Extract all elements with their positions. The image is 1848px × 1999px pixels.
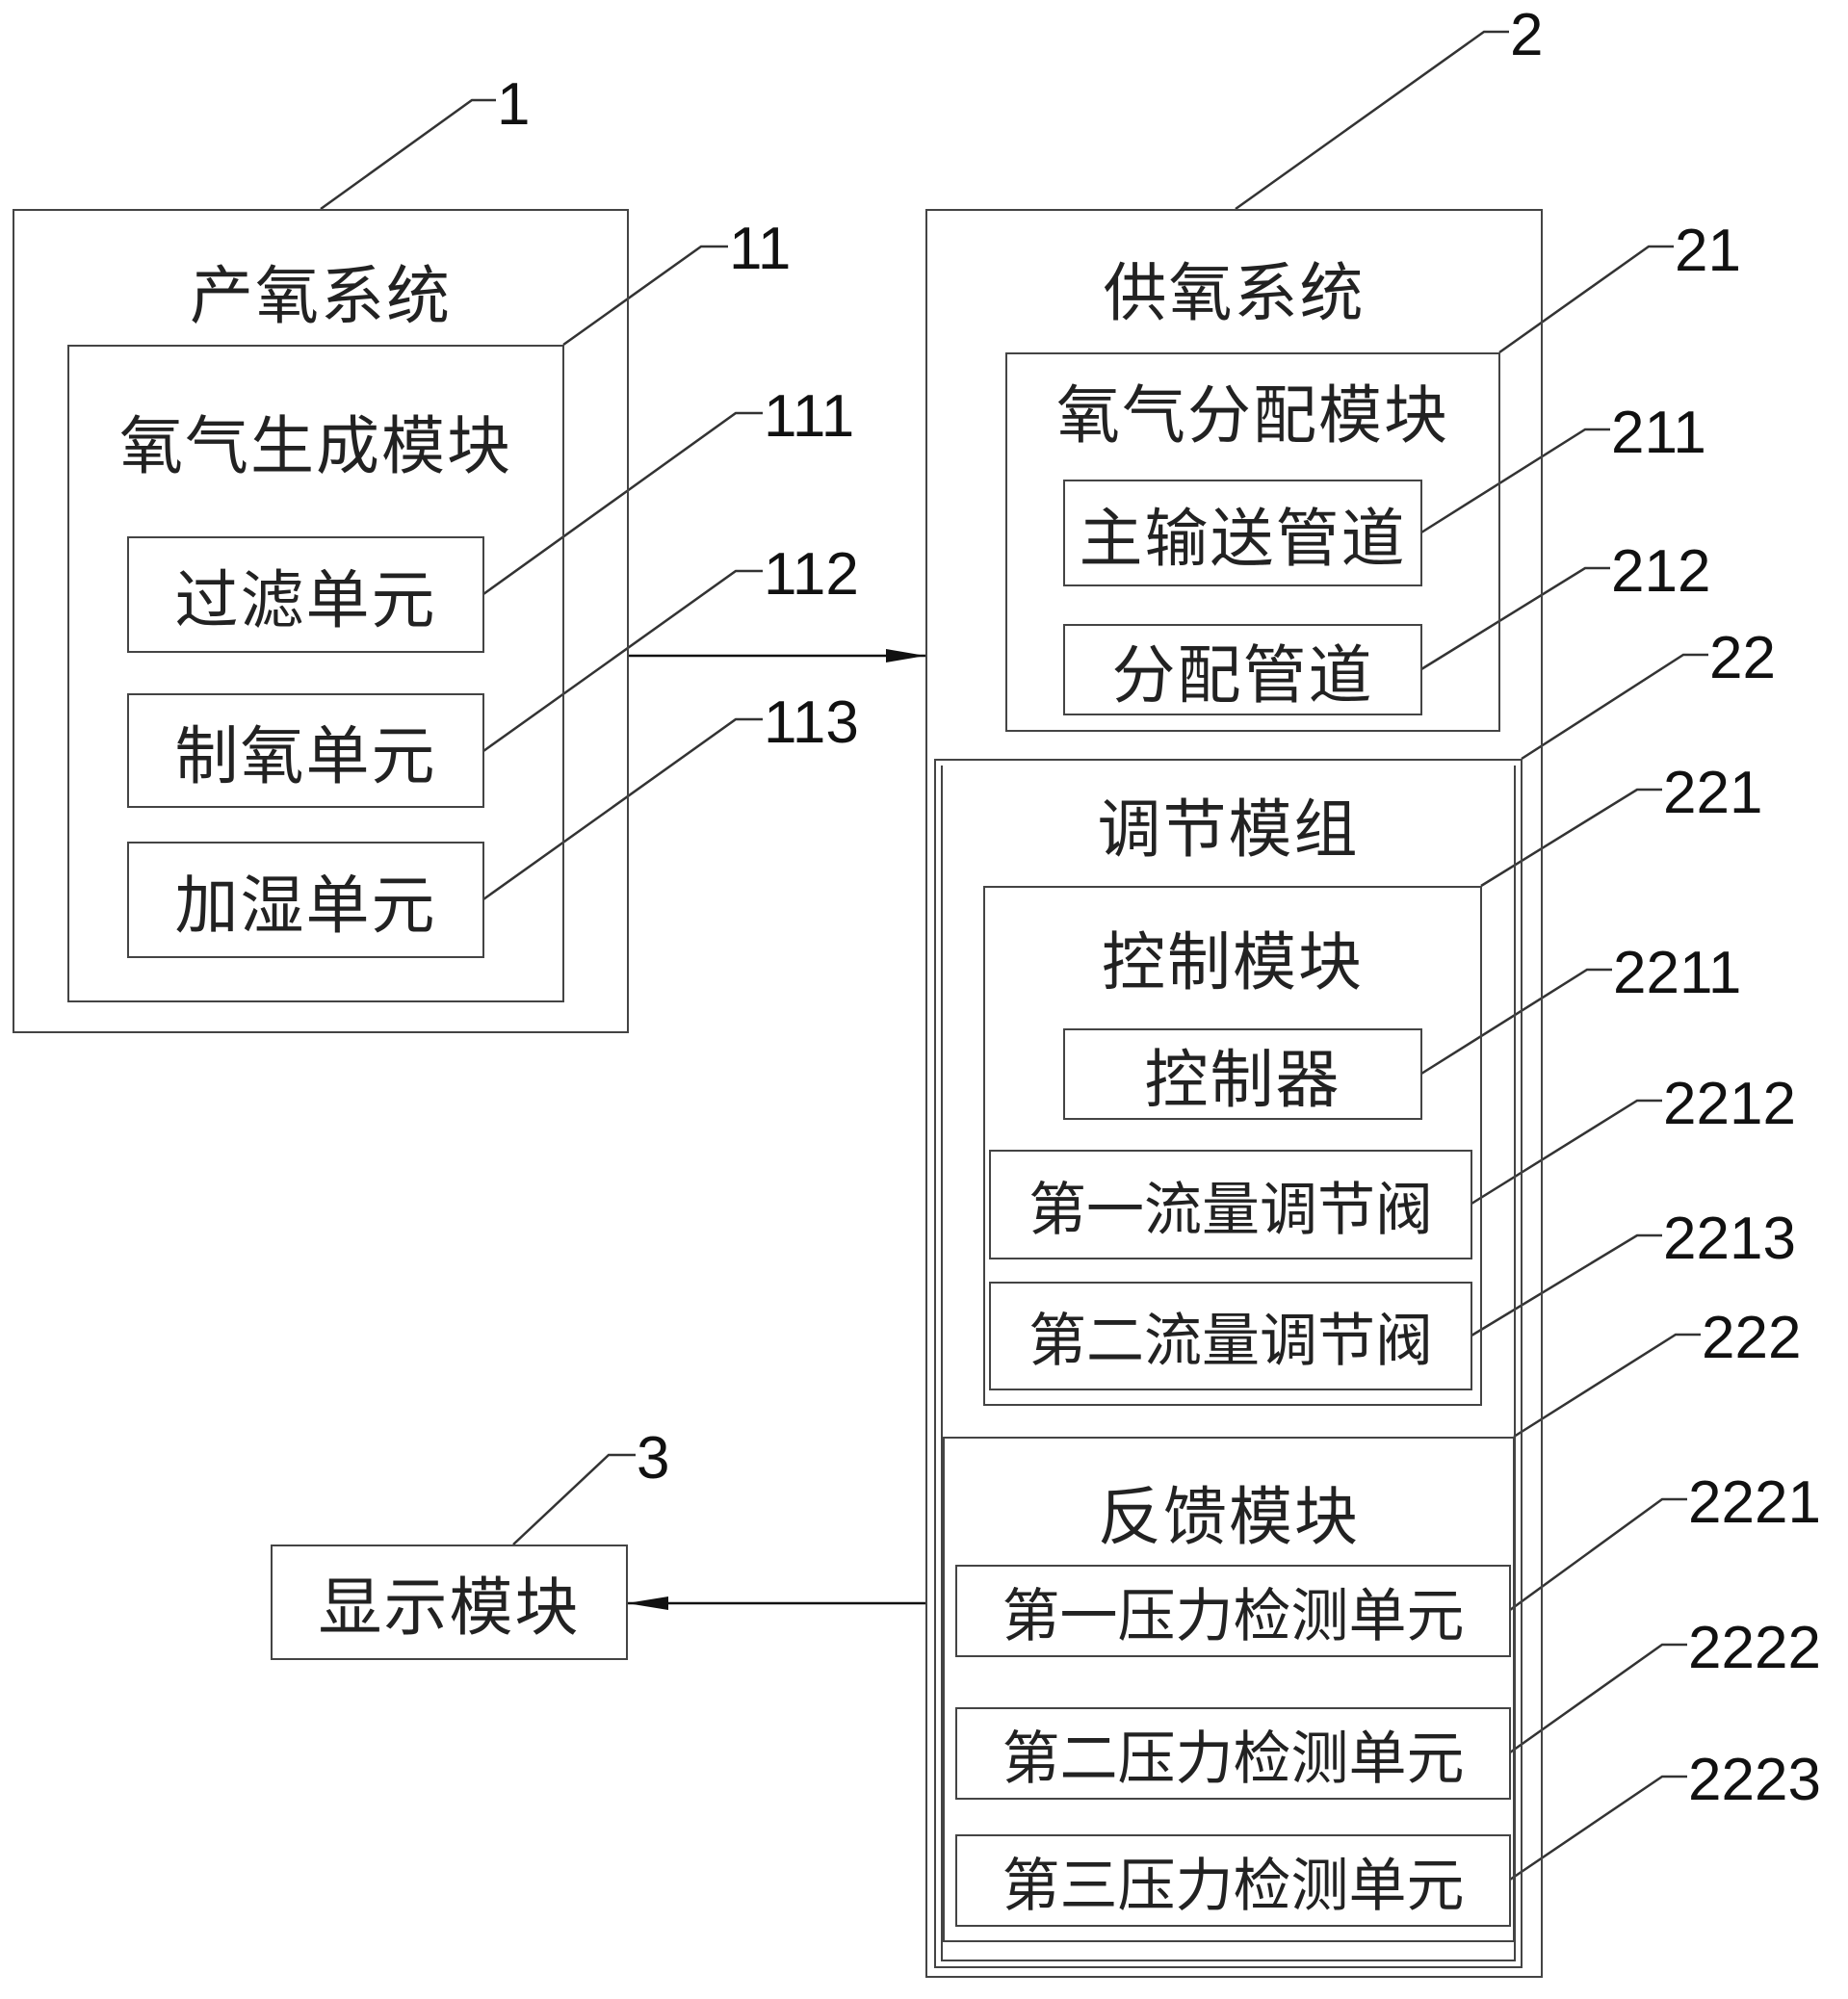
leader-line-2223	[1509, 1775, 1687, 1882]
second-flow-valve-box: 第二流量调节阀	[989, 1282, 1472, 1390]
ref-label-2221: 2221	[1688, 1469, 1821, 1536]
leader-line-2222	[1509, 1643, 1687, 1754]
leader-line-3	[512, 1453, 636, 1545]
leader-line-2	[1235, 30, 1509, 211]
ref-label-2223: 2223	[1688, 1747, 1821, 1813]
third-pressure-unit-box: 第三压力检测单元	[955, 1834, 1511, 1927]
ref-label-221: 221	[1663, 760, 1763, 826]
main-delivery-pipe-box: 主输送管道	[1063, 480, 1422, 586]
ref-label-21: 21	[1675, 218, 1741, 284]
leader-line-113	[482, 717, 763, 901]
ref-label-11: 11	[729, 216, 792, 282]
leader-line-112	[482, 569, 763, 753]
ref-label-211: 211	[1611, 400, 1706, 466]
regulation-module-group-box: 调节模组	[934, 759, 1523, 1968]
leader-line-11	[562, 245, 728, 347]
feedback-module-box: 反馈模块	[943, 1437, 1515, 1942]
ref-label-2: 2	[1510, 2, 1544, 68]
regulation-module-group-title: 调节模组	[1097, 792, 1360, 867]
control-module-title: 控制模块	[1102, 925, 1364, 1000]
ref-label-2213: 2213	[1663, 1206, 1796, 1272]
first-flow-valve-box: 第一流量调节阀	[989, 1150, 1472, 1259]
oxygen-making-unit-box: 制氧单元	[127, 693, 484, 808]
second-pressure-unit-box: 第二压力检测单元	[955, 1707, 1511, 1800]
ref-label-111: 111	[764, 383, 855, 450]
ref-label-3: 3	[637, 1425, 670, 1492]
oxygen-supply-system-box: 供氧系统	[925, 209, 1543, 1978]
ref-label-113: 113	[764, 689, 859, 756]
oxygen-production-system-box: 产氧系统	[13, 209, 629, 1033]
ref-label-2211: 2211	[1613, 940, 1742, 1006]
ref-label-2212: 2212	[1663, 1071, 1796, 1137]
oxygen-distribution-module-box: 氧气分配模块	[1005, 352, 1500, 732]
ref-label-2222: 2222	[1688, 1615, 1821, 1681]
arrowhead-left-icon	[627, 1597, 668, 1610]
ref-label-212: 212	[1611, 538, 1711, 605]
feedback-module-title: 反馈模块	[1098, 1480, 1360, 1554]
leader-line-212	[1420, 566, 1610, 671]
leader-line-221	[1480, 788, 1662, 888]
ref-label-112: 112	[764, 541, 859, 608]
arrowhead-right-icon	[886, 649, 925, 662]
filter-unit-box: 过滤单元	[127, 536, 484, 653]
leader-line-1	[320, 98, 496, 211]
oxygen-generation-module-box: 氧气生成模块	[67, 345, 564, 1002]
ref-label-22: 22	[1709, 625, 1776, 691]
leader-line-2221	[1509, 1497, 1687, 1612]
ref-label-222: 222	[1702, 1305, 1802, 1371]
control-module-box: 控制模块	[983, 886, 1482, 1406]
distribution-pipe-box: 分配管道	[1063, 624, 1422, 715]
humidifier-unit-box: 加湿单元	[127, 842, 484, 958]
leader-line-2211	[1420, 968, 1612, 1076]
oxygen-distribution-module-title: 氧气分配模块	[1056, 378, 1449, 453]
leader-line-211	[1420, 428, 1610, 534]
leader-line-21	[1498, 245, 1674, 354]
leader-line-111	[482, 411, 763, 596]
display-module-box: 显示模块	[271, 1545, 628, 1660]
leader-line-2213	[1471, 1233, 1662, 1337]
oxygen-generation-module-title: 氧气生成模块	[119, 409, 512, 483]
leader-line-22	[1521, 653, 1708, 761]
oxygen-production-system-title: 产氧系统	[190, 259, 452, 333]
first-pressure-unit-box: 第一压力检测单元	[955, 1565, 1511, 1657]
leader-line-2212	[1471, 1099, 1662, 1206]
oxygen-supply-system-title: 供氧系统	[1103, 256, 1366, 330]
leader-line-222	[1513, 1333, 1701, 1439]
ref-label-1: 1	[497, 71, 531, 138]
controller-box: 控制器	[1063, 1028, 1422, 1120]
regulation-module-group-inner-border	[941, 766, 1516, 1961]
